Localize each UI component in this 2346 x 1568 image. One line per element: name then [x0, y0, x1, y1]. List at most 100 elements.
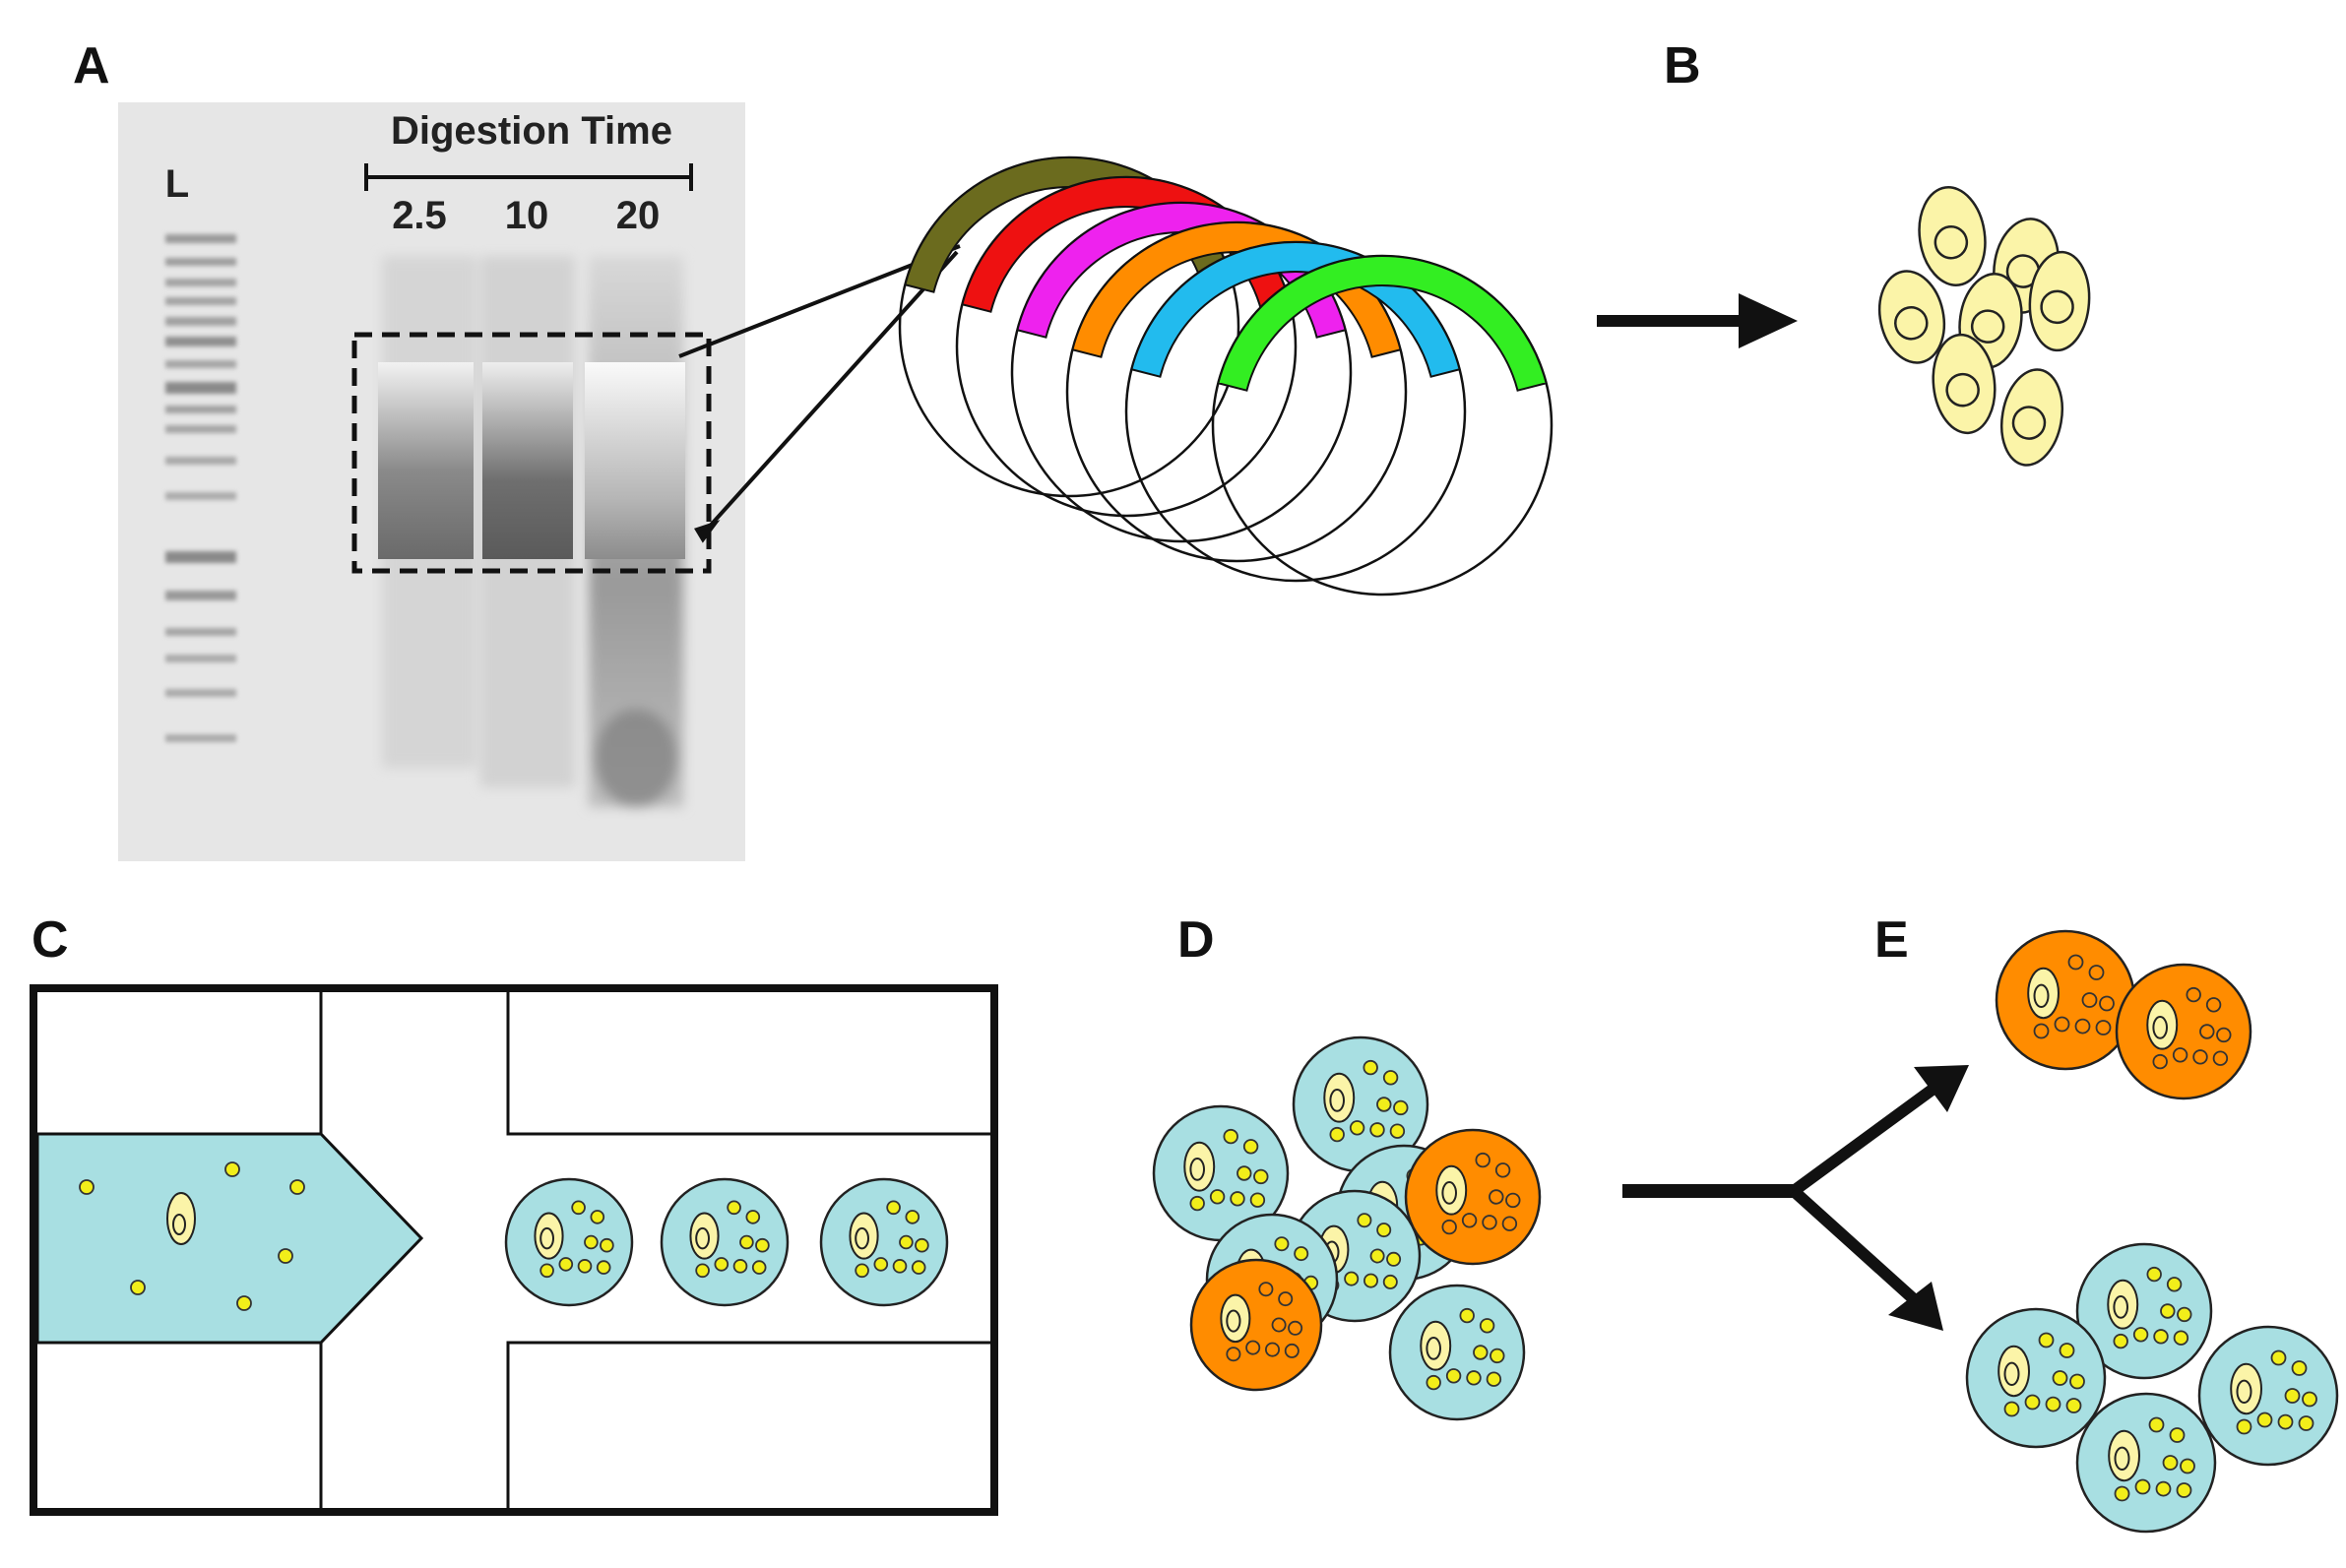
panel-label-b: B: [1664, 37, 1701, 94]
substrate-bead: [751, 1260, 767, 1275]
substrate-bead: [1382, 1274, 1398, 1289]
substrate-bead: [1265, 1342, 1281, 1357]
substrate-bead: [2291, 1360, 2308, 1376]
substrate-bead: [1230, 1191, 1245, 1207]
substrate-bead: [2169, 1427, 2186, 1443]
cell-nucleus: [2152, 1016, 2168, 1039]
substrate-bead: [2152, 1053, 2168, 1070]
substrate-bead: [1278, 1291, 1294, 1307]
substrate-bead: [2033, 1023, 2050, 1039]
substrate-bead: [2038, 1332, 2055, 1348]
encapsulated-cell: [2146, 999, 2179, 1050]
substrate-bead: [571, 1200, 586, 1216]
lane-label-2: 10: [505, 194, 549, 237]
substrate-bead: [2302, 1391, 2317, 1408]
inlet-contents: [79, 1161, 305, 1311]
cell-body: [1877, 270, 1946, 364]
substrate-bead: [1482, 1215, 1497, 1230]
cell-nucleus: [2236, 1379, 2252, 1405]
cell-body: [2107, 1279, 2139, 1330]
cell-nucleus: [1426, 1337, 1441, 1360]
encapsulated-cell: [1420, 1320, 1452, 1371]
cell-nucleus: [2003, 1361, 2020, 1387]
substrate-bead: [2277, 1413, 2294, 1430]
sorting-arrow: [1622, 1065, 1969, 1331]
cell-nucleus: [172, 1214, 186, 1235]
panel-label-d: D: [1177, 911, 1215, 969]
encapsulated-cell: [2108, 1429, 2141, 1482]
encapsulated-cell: [849, 1212, 879, 1260]
substrate-bead: [2024, 1394, 2041, 1411]
substrate-bead: [899, 1234, 914, 1250]
substrate-bead: [558, 1257, 574, 1272]
substrate-bead: [2284, 1388, 2301, 1404]
cell-body: [1220, 1293, 1251, 1344]
substrate-bead: [2095, 1020, 2112, 1035]
substrate-bead: [855, 1263, 869, 1279]
cell-body: [534, 1212, 564, 1260]
substrate-bead: [2186, 986, 2201, 1003]
substrate-bead: [236, 1295, 252, 1311]
substrate-bead: [1461, 1213, 1478, 1228]
substrate-bead: [2148, 1416, 2165, 1433]
substrate-bead: [1349, 1120, 1365, 1136]
substrate-bead: [2059, 1343, 2075, 1358]
substrate-bead: [1242, 1139, 1259, 1155]
substrate-bead: [1489, 1189, 1504, 1205]
cell-body: [1932, 333, 1997, 435]
cell-body: [689, 1212, 720, 1260]
substrate-bead: [1363, 1059, 1378, 1076]
panel-label-c: C: [32, 911, 69, 969]
cell-nucleus: [2040, 289, 2074, 325]
channel-droplets: [504, 1177, 949, 1307]
substrate-bead: [1393, 1099, 1409, 1116]
cell-nucleus: [1329, 1089, 1345, 1112]
substrate-bead: [1245, 1340, 1261, 1355]
lane-label-1: 2.5: [392, 194, 447, 237]
substrate-bead: [224, 1161, 240, 1177]
substrate-bead: [2160, 1303, 2176, 1319]
substrate-bead: [1376, 1097, 1392, 1112]
encapsulated-cell: [1435, 1164, 1468, 1216]
droplet: [1995, 929, 2136, 1071]
substrate-bead: [1288, 1320, 1303, 1336]
cell-body: [1997, 1345, 2030, 1398]
substrate-bead: [1369, 1122, 1385, 1138]
cell-nucleus: [2113, 1295, 2128, 1319]
substrate-bead: [1441, 1219, 1457, 1235]
encapsulated-cell: [1220, 1293, 1251, 1344]
substrate-bead: [1253, 1168, 1269, 1185]
substrate-bead: [1426, 1374, 1441, 1391]
substrate-bead: [2065, 1398, 2082, 1413]
substrate-bead: [1363, 1273, 1379, 1288]
encapsulated-cell: [2107, 1279, 2139, 1330]
substrate-bead: [2177, 1306, 2192, 1323]
substrate-bead: [2155, 1480, 2172, 1497]
substrate-bead: [732, 1259, 748, 1274]
substrate-bead: [2172, 1047, 2188, 1063]
substrate-bead: [1369, 1248, 1385, 1264]
substrate-bead: [2054, 1016, 2070, 1033]
cell-nucleus: [1226, 1309, 1241, 1333]
substrate-bead: [2176, 1482, 2192, 1498]
substrate-bead: [2067, 954, 2084, 971]
substrate-bead: [2113, 1333, 2128, 1349]
substrate-bead: [695, 1263, 710, 1279]
cell-body: [1183, 1141, 1216, 1192]
substrate-bead: [2114, 1485, 2130, 1502]
droplet: [2115, 963, 2252, 1100]
yeast-cell: [1877, 270, 1946, 364]
substrate-bead: [1258, 1282, 1274, 1297]
substrate-bead: [1479, 1318, 1495, 1334]
excised-bands: [378, 362, 685, 559]
substrate-bead: [2003, 1401, 2020, 1417]
microfluidic-device: [30, 984, 998, 1516]
substrate-bead: [2162, 1455, 2179, 1471]
substrate-bead: [873, 1257, 889, 1272]
substrate-bead: [2069, 1373, 2085, 1390]
cell-nucleus: [1441, 1181, 1457, 1205]
substrate-bead: [2052, 1370, 2068, 1386]
substrate-bead: [1486, 1371, 1502, 1387]
panel-label-e: E: [1874, 911, 1909, 969]
droplet: [1292, 1035, 1429, 1173]
